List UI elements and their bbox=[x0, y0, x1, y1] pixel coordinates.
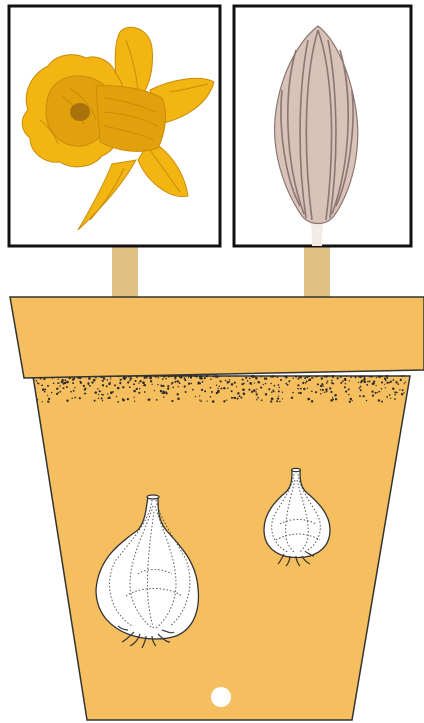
pot-body bbox=[33, 376, 410, 720]
drainage-hole bbox=[211, 687, 231, 707]
crocus-stake bbox=[304, 246, 330, 298]
daffodil-stake bbox=[112, 246, 138, 298]
crocus-card bbox=[234, 6, 411, 246]
daffodil-card bbox=[9, 6, 220, 246]
pot-rim bbox=[10, 297, 424, 378]
